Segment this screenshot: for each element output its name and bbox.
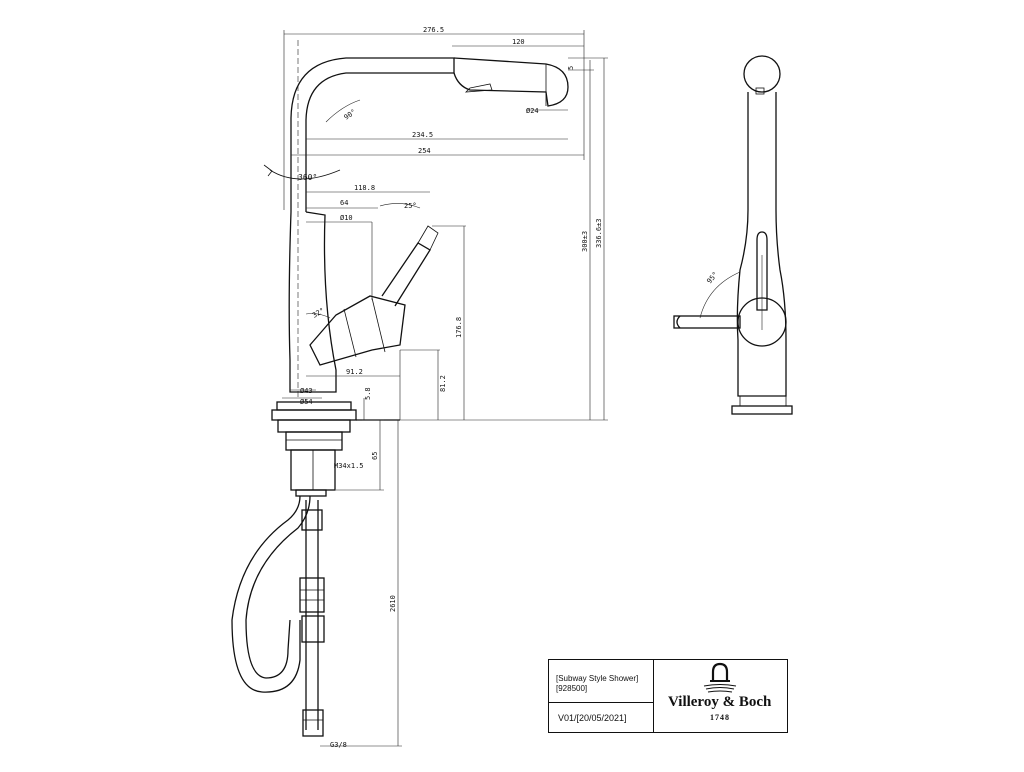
side-lever-stem — [756, 231, 768, 311]
dim-base-to-lever: 81.2 — [439, 375, 447, 392]
deck-seal — [271, 409, 357, 421]
base-plate — [276, 401, 352, 411]
faucet-front-view — [231, 30, 608, 747]
dim-overall-width: 276.5 — [423, 26, 444, 34]
side-base-plate — [731, 405, 793, 415]
dim-total-height-a: 300±3 — [581, 231, 589, 252]
pullout-hose-outer — [231, 495, 301, 693]
dim-handle-height: 176.8 — [455, 317, 463, 338]
mount-nut — [285, 431, 343, 451]
dim-total-height-b: 336.6±3 — [595, 218, 603, 248]
brand-year: 1748 — [710, 713, 730, 722]
dim-spout-tip-dia: Ø24 — [526, 107, 539, 115]
spout-nozzle — [464, 83, 493, 93]
dim-shank-length: 65 — [371, 452, 379, 460]
swivel-arrow — [269, 169, 341, 180]
brand-logo-text: Villeroy & Boch — [668, 694, 772, 710]
spout-head — [453, 57, 569, 107]
dim-lever-height: 91.2 — [346, 368, 363, 376]
lever-handle — [309, 295, 406, 366]
faucet-body — [288, 211, 337, 393]
dim-spout-reach-inner: 234.5 — [412, 131, 433, 139]
dim-side-angle: 95° — [705, 270, 719, 285]
dim-lever-reach: 118.8 — [354, 184, 375, 192]
dim-spout-angle: 90° — [343, 108, 358, 122]
dim-handle-angle: 32° — [311, 306, 326, 319]
version-date: V01/[20/05/2021] — [558, 713, 627, 723]
faucet-side-view — [673, 55, 793, 415]
dim-spout-pullout: 120 — [512, 38, 525, 46]
dim-base-inner-dia: Ø43 — [300, 387, 313, 395]
faucet-logo-icon — [703, 662, 737, 693]
hose-fitting-lower — [302, 709, 324, 737]
lever-arm — [381, 242, 431, 307]
dim-base-height: 5.8 — [364, 387, 372, 400]
side-body — [736, 92, 787, 397]
dimension-labels: 276.5 120 5 234.5 254 Ø24 90° 360° 118.8… — [298, 26, 720, 749]
dim-lever-length: 64 — [340, 199, 348, 207]
title-block-version-cell — [548, 702, 654, 733]
dim-spout-reach: 254 — [418, 147, 431, 155]
spout-outline-outer — [290, 57, 455, 212]
product-name: [Subway Style Shower] — [556, 674, 639, 683]
hose-fitting-upper — [301, 509, 323, 531]
product-code: [928500] — [556, 684, 588, 693]
dim-lever-angle: 25° — [404, 202, 417, 210]
check-valve — [299, 577, 325, 613]
side-spout-end — [743, 55, 781, 93]
dim-swivel: 360° — [298, 173, 317, 182]
dim-hose-length: 2610 — [389, 595, 397, 612]
dim-spout-tip-offset: 5 — [567, 66, 575, 70]
dim-base-outer-dia: Ø54 — [300, 398, 313, 406]
dim-lever-dia: Ø10 — [340, 214, 353, 222]
dim-hose-thread: G3/8 — [330, 741, 347, 749]
hose-fitting-mid — [301, 615, 325, 643]
side-lever-arm — [673, 315, 741, 329]
dim-thread: M34x1.5 — [334, 462, 364, 470]
